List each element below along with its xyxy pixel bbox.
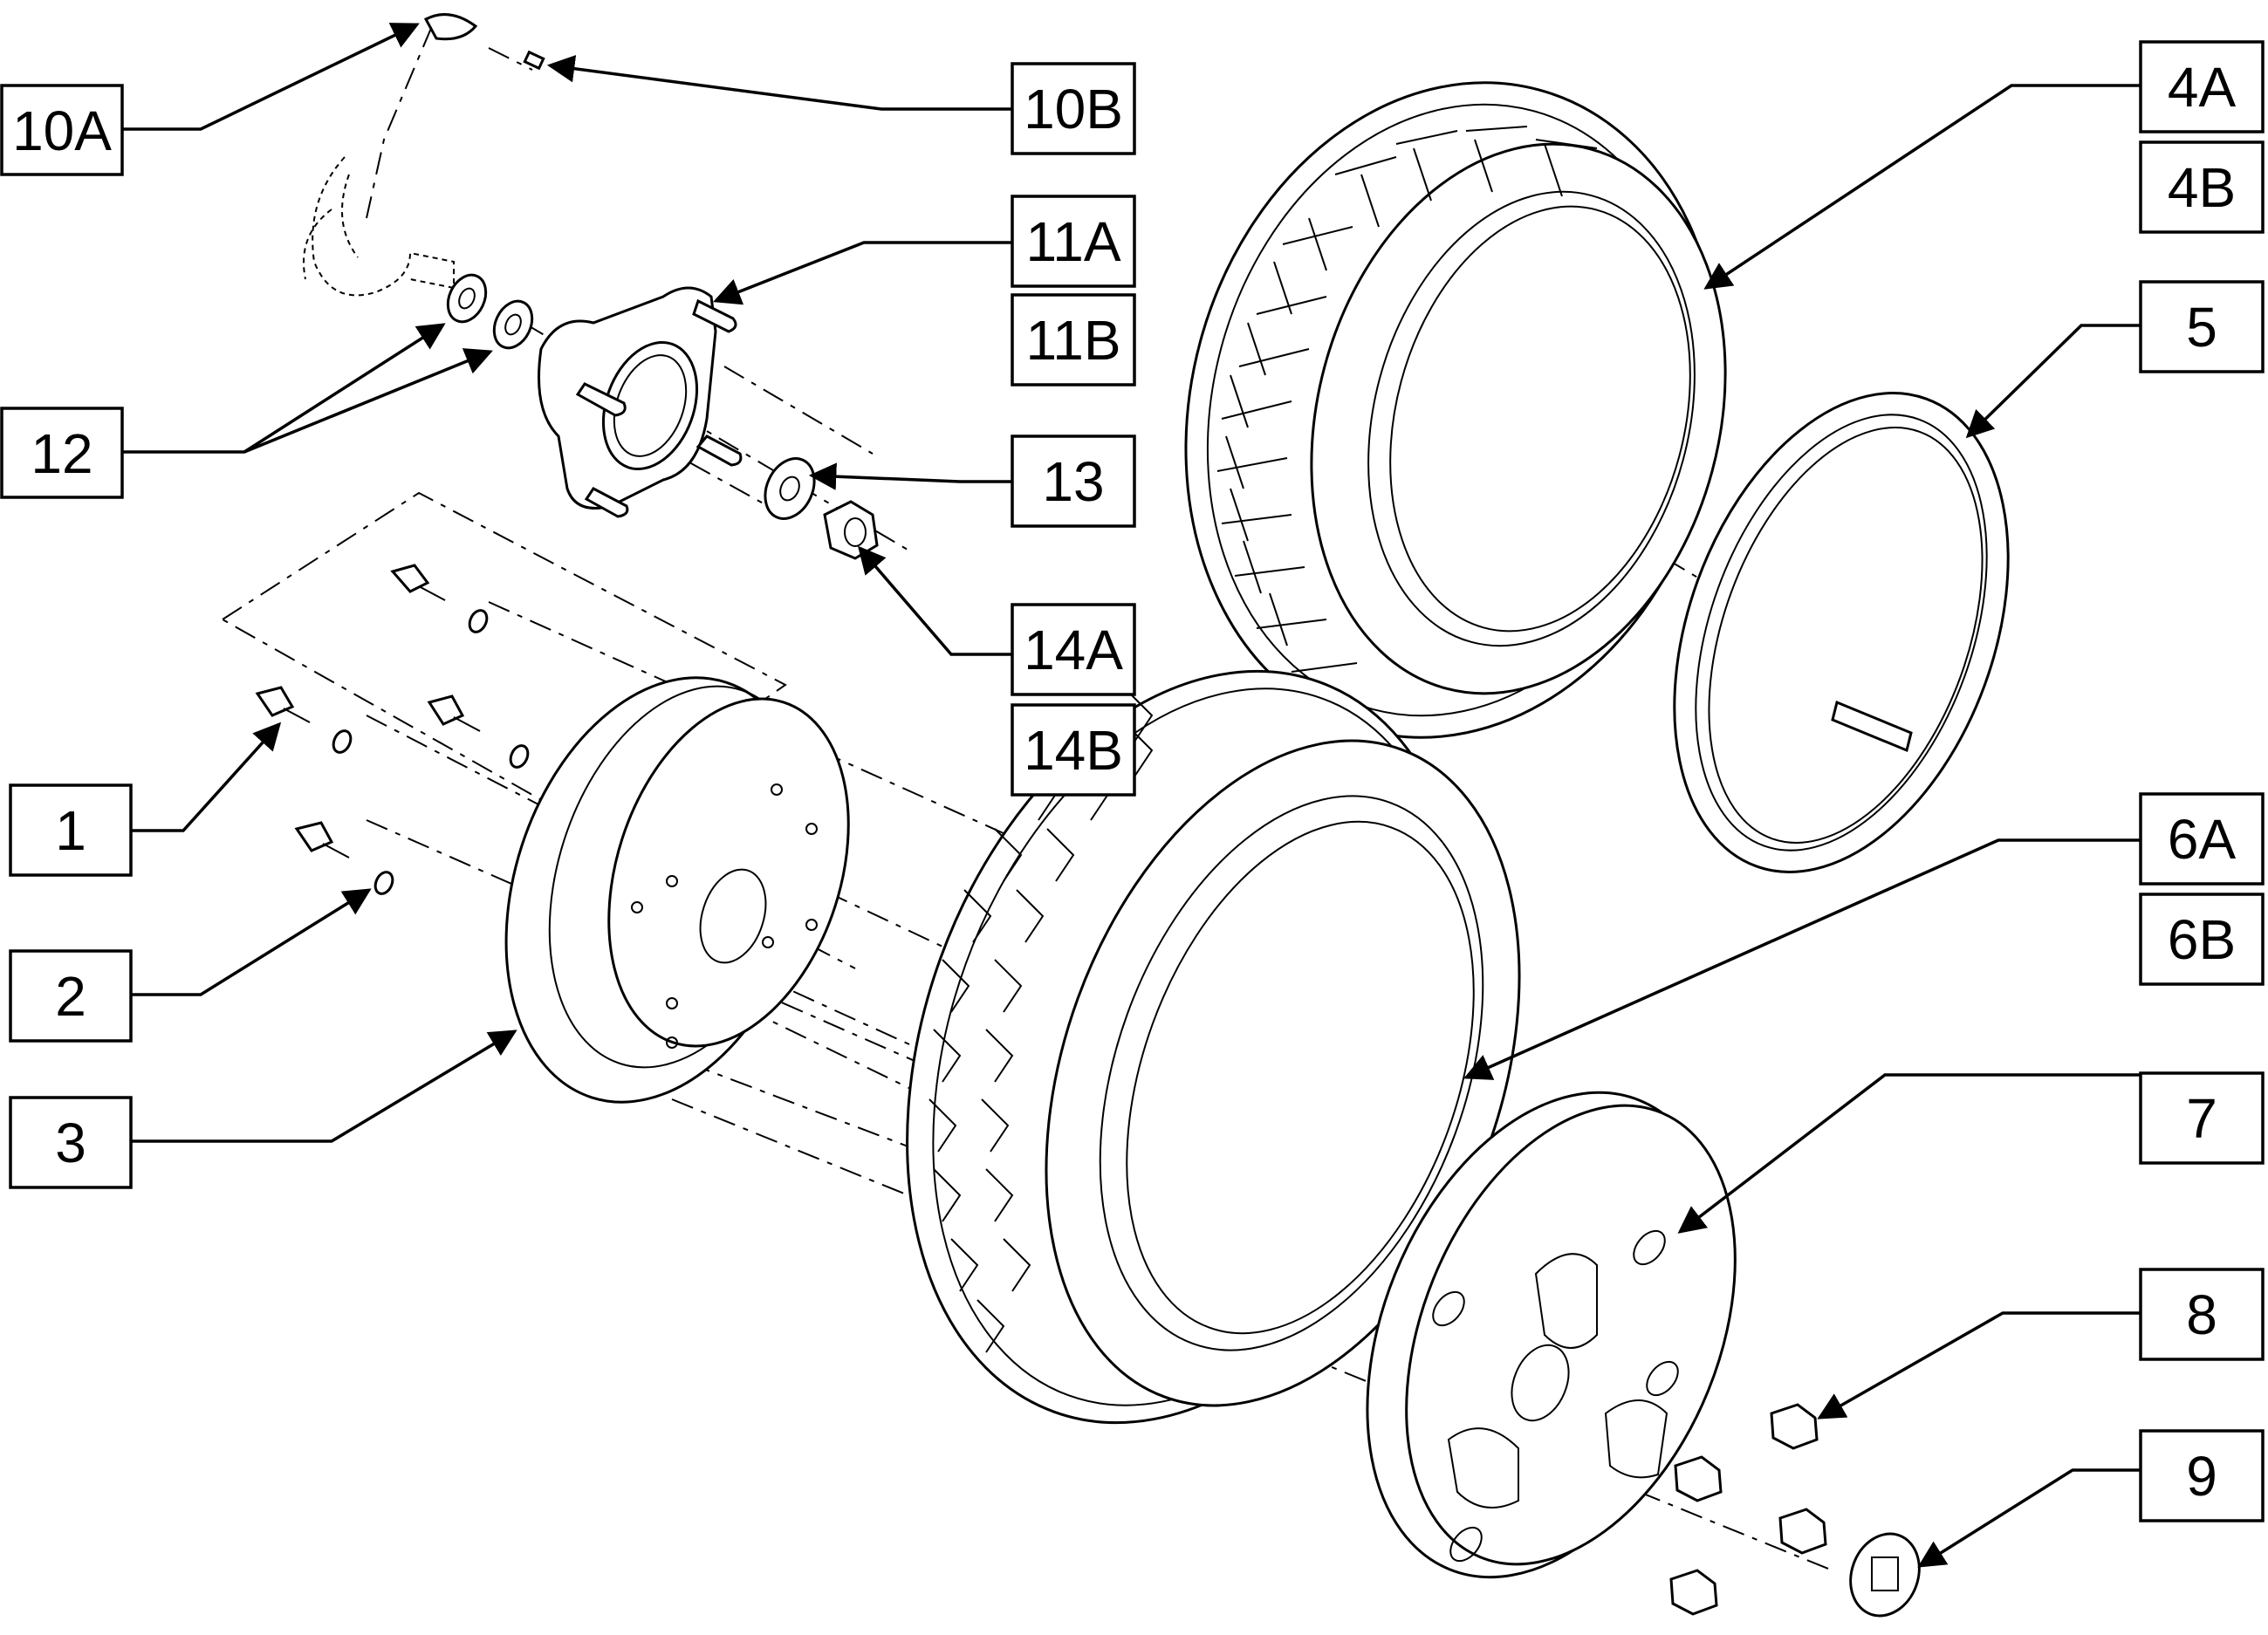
- svg-text:7: 7: [2186, 1087, 2217, 1150]
- part-7-outer-rim: [1366, 1091, 1737, 1579]
- part-6-street-tire: [906, 669, 1521, 1425]
- callout-4b: 4B: [2139, 140, 2265, 234]
- part-14-nut: [823, 500, 879, 560]
- svg-text:6A: 6A: [2168, 808, 2237, 871]
- svg-text:5: 5: [2186, 296, 2217, 359]
- svg-text:4B: 4B: [2168, 156, 2236, 219]
- tread-blocks-4: [1216, 126, 1598, 673]
- svg-text:4A: 4A: [2168, 56, 2237, 119]
- svg-text:3: 3: [55, 1112, 86, 1174]
- callout-6b: 6B: [2139, 893, 2265, 986]
- part-3-inner-rim: [504, 676, 850, 1104]
- callout-10a: 10A: [0, 84, 124, 176]
- part-1-2-bolts: [255, 564, 530, 895]
- callout-5: 5: [2139, 280, 2265, 373]
- callout-7: 7: [2139, 1071, 2265, 1165]
- callout-8: 8: [2139, 1268, 2265, 1361]
- svg-text:10A: 10A: [12, 99, 112, 162]
- leader-lines: [122, 23, 2141, 1568]
- svg-text:14A: 14A: [1024, 619, 1123, 681]
- part-12-washers: [446, 273, 534, 350]
- callout-2: 2: [9, 949, 133, 1043]
- svg-text:6B: 6B: [2168, 908, 2236, 971]
- callout-6a: 6A: [2139, 792, 2265, 886]
- svg-text:1: 1: [55, 799, 86, 862]
- callout-11a: 11A: [1011, 195, 1136, 288]
- part-10a-key: [423, 13, 478, 41]
- callout-3: 3: [9, 1096, 133, 1189]
- callout-1: 1: [9, 783, 133, 877]
- callout-14a: 14A: [1011, 603, 1136, 696]
- callout-11b: 11B: [1011, 293, 1136, 387]
- part-10b-pin: [523, 50, 545, 71]
- callout-14b: 14B: [1011, 703, 1136, 797]
- svg-text:9: 9: [2186, 1445, 2217, 1508]
- part-5-inner-tube: [1673, 392, 2010, 873]
- callout-9: 9: [2139, 1429, 2265, 1522]
- svg-text:8: 8: [2186, 1283, 2217, 1346]
- callout-4a: 4A: [2139, 40, 2265, 133]
- callout-10b: 10B: [1011, 62, 1136, 155]
- svg-text:11B: 11B: [1025, 309, 1120, 372]
- phantom-motor-shaft: [303, 156, 455, 297]
- part-9-hub-cap: [1849, 1532, 1921, 1618]
- svg-text:14B: 14B: [1024, 719, 1123, 782]
- svg-text:11A: 11A: [1025, 210, 1120, 273]
- callout-12: 12: [0, 407, 124, 499]
- part-13-washer: [764, 457, 816, 520]
- svg-text:13: 13: [1042, 450, 1104, 513]
- svg-text:10B: 10B: [1024, 78, 1123, 140]
- part-4-knobby-tire: [1184, 81, 1727, 739]
- svg-text:12: 12: [31, 422, 93, 485]
- part-8-nuts: [1669, 1403, 1827, 1616]
- callout-13: 13: [1011, 434, 1136, 528]
- part-11-hub: [538, 286, 743, 518]
- svg-text:2: 2: [55, 965, 86, 1028]
